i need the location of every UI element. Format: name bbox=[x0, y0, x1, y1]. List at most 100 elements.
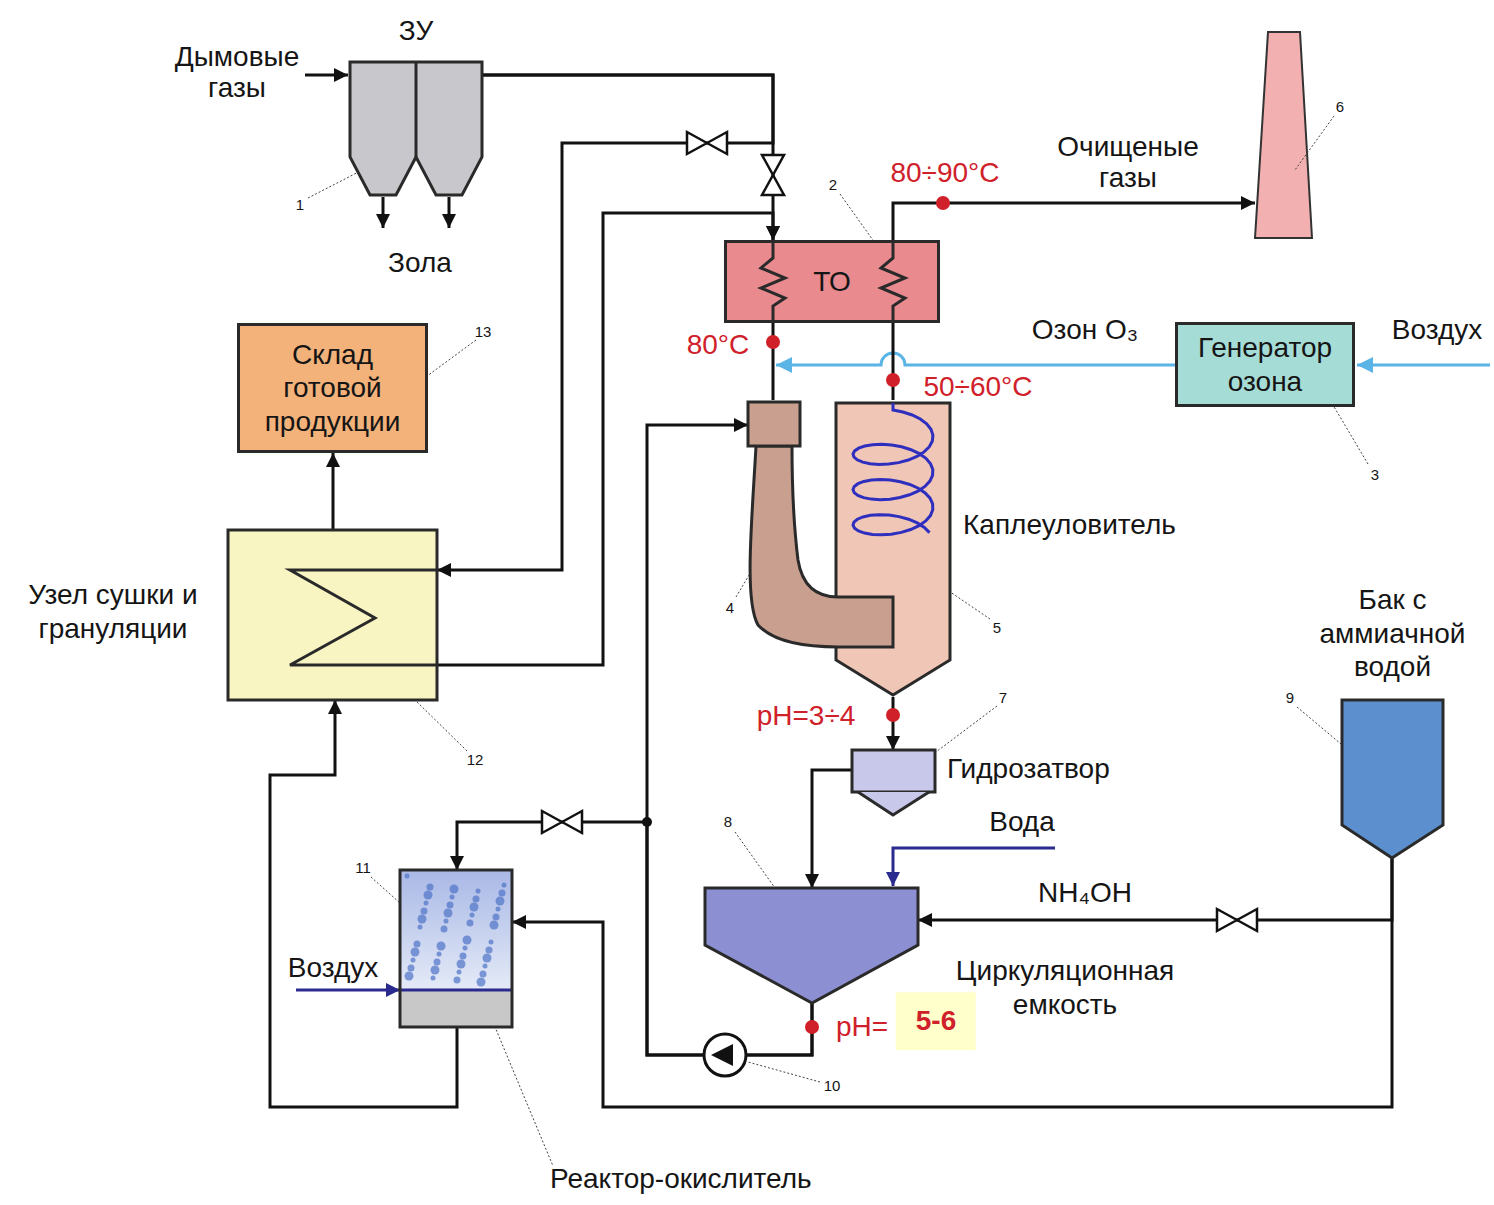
annotation-label: Зола bbox=[388, 246, 452, 280]
reactor-outline bbox=[400, 870, 512, 1027]
callout-number: 6 bbox=[1336, 98, 1344, 116]
annotation-label: Вода bbox=[989, 805, 1055, 839]
callout-number: 7 bbox=[999, 689, 1007, 707]
bubble bbox=[405, 874, 410, 879]
bubble bbox=[414, 941, 421, 948]
bubble bbox=[493, 914, 500, 921]
leader-line bbox=[1330, 400, 1368, 464]
node-label: ТО bbox=[813, 265, 851, 299]
pipe-connector bbox=[437, 75, 773, 570]
venturi-head bbox=[748, 402, 800, 446]
pipe-connector bbox=[892, 697, 895, 750]
pipe-connector bbox=[812, 770, 852, 888]
leader-line bbox=[735, 832, 780, 895]
callout-number: 11 bbox=[355, 859, 371, 877]
chimney bbox=[1255, 32, 1312, 238]
pipe-connector bbox=[892, 323, 895, 400]
filter-hoppers bbox=[350, 62, 482, 195]
bubble bbox=[470, 903, 479, 912]
annotation-label: 80÷90°C bbox=[890, 156, 999, 190]
ash-collector: ЗУ bbox=[350, 62, 482, 197]
water-seal: Гидрозатвор bbox=[852, 750, 935, 815]
bubble bbox=[450, 885, 459, 894]
node-label: Генератор озона bbox=[1185, 331, 1345, 398]
pipe-connector bbox=[772, 323, 775, 400]
node-label: Склад готовой продукции bbox=[250, 338, 415, 439]
bubble bbox=[444, 909, 453, 918]
measure-point bbox=[886, 373, 900, 387]
bubble bbox=[496, 907, 501, 912]
heat-exchanger: ТО bbox=[724, 240, 940, 323]
pipe-connector bbox=[512, 858, 1392, 1107]
venturi-tube bbox=[750, 446, 893, 647]
node-label: ЗУ bbox=[350, 14, 482, 48]
bubble bbox=[499, 890, 506, 897]
bubble bbox=[431, 966, 440, 975]
bubble bbox=[424, 891, 433, 900]
bubble bbox=[470, 913, 475, 918]
pump-arrow bbox=[711, 1044, 733, 1066]
bubble bbox=[457, 960, 466, 969]
valve-symbol bbox=[542, 811, 582, 833]
bubble bbox=[486, 947, 493, 954]
bubble bbox=[489, 940, 494, 945]
callout-number: 2 bbox=[829, 176, 837, 194]
leader-line bbox=[748, 1062, 820, 1082]
valve-symbol bbox=[1217, 909, 1257, 931]
shape-outline bbox=[400, 870, 512, 1027]
ozone-generator: Генератор озона bbox=[1175, 322, 1355, 407]
leader-line bbox=[410, 695, 467, 751]
bubble bbox=[441, 926, 448, 933]
ash-outlet bbox=[448, 197, 451, 228]
pipe-connector bbox=[918, 858, 1392, 920]
callout-number: 13 bbox=[475, 323, 492, 341]
bubble bbox=[408, 965, 415, 972]
annotation-label: pH= bbox=[836, 1010, 888, 1044]
air-distributor bbox=[400, 989, 512, 992]
bubble bbox=[467, 920, 474, 927]
measure-point bbox=[886, 708, 900, 722]
shape-outline bbox=[748, 400, 952, 697]
bubble bbox=[457, 970, 462, 975]
bubble bbox=[476, 889, 481, 894]
bubble bbox=[450, 895, 455, 900]
bubble bbox=[437, 952, 442, 957]
valve-symbol bbox=[687, 132, 727, 154]
callout-number: 1 bbox=[296, 196, 304, 214]
bubble bbox=[496, 897, 505, 906]
bubble bbox=[463, 936, 472, 945]
shape-outline bbox=[705, 888, 918, 1003]
bubble bbox=[424, 901, 429, 906]
callout-number: 5 bbox=[993, 619, 1001, 637]
annotation-label: 5-6 bbox=[896, 992, 976, 1050]
circulation-tank-body bbox=[705, 888, 918, 1003]
callout-number: 8 bbox=[724, 813, 732, 831]
hopper-divider bbox=[415, 62, 418, 157]
heat-coil bbox=[881, 240, 905, 323]
stream-label: pH=3÷4 bbox=[757, 699, 856, 733]
leader-lines bbox=[308, 116, 1368, 1166]
bubble bbox=[447, 902, 454, 909]
annotation-label: Очищеные газы bbox=[1038, 132, 1218, 194]
node-label: Каплеуловитель bbox=[963, 508, 1176, 542]
bubble bbox=[483, 964, 488, 969]
junction-dot bbox=[642, 817, 652, 827]
bubble bbox=[431, 976, 436, 981]
bubble bbox=[454, 977, 461, 984]
tank-body bbox=[1342, 700, 1443, 858]
callout-number: 12 bbox=[467, 751, 484, 769]
bubble bbox=[490, 921, 499, 930]
clean-gas-line bbox=[893, 203, 1255, 240]
node-label: Бак с аммиачной водой bbox=[1290, 583, 1494, 684]
leader-line bbox=[1295, 116, 1334, 170]
spiral-insert bbox=[853, 403, 933, 535]
scrubber-separator: Каплеуловитель bbox=[748, 400, 952, 697]
measure-point bbox=[805, 1020, 819, 1034]
bubble bbox=[411, 958, 416, 963]
annotation-label: Озон O₃ bbox=[1032, 313, 1138, 347]
bubble bbox=[405, 972, 414, 981]
pipe-connector bbox=[437, 213, 773, 665]
